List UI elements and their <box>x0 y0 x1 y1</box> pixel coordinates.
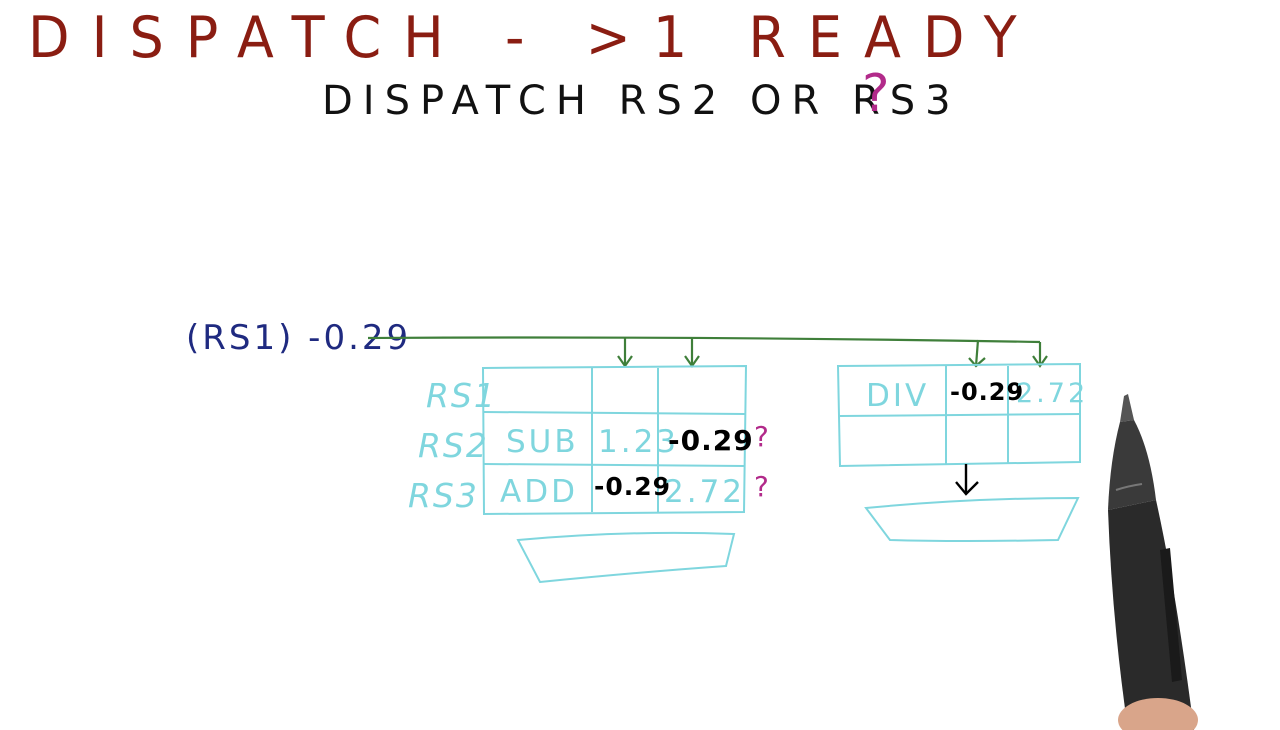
left-rs3-src2: 2.72 <box>664 474 745 510</box>
row-label-rs1: RS1 <box>426 376 497 415</box>
stylus-pen-icon <box>1098 390 1208 730</box>
left-rs2-question: ? <box>754 420 769 453</box>
left-rs3-question: ? <box>754 470 769 503</box>
left-rs2-src2: -0.29 <box>668 424 754 457</box>
left-rs3-src1: -0.29 <box>594 472 671 501</box>
left-rs2-op: SUB <box>506 424 579 460</box>
dispatch-arrow-right <box>956 464 978 494</box>
left-execution-unit <box>518 533 734 582</box>
left-rs2-src1: 1.23 <box>598 424 679 460</box>
right-rs-row1-src1: -0.29 <box>950 378 1024 406</box>
bus-arrow-right-1 <box>969 340 985 366</box>
left-rs3-op: ADD <box>500 474 578 510</box>
bus-arrow-right-2 <box>1033 342 1047 366</box>
right-rs-row1-op: DIV <box>866 378 929 414</box>
bus-arrow-left-1 <box>618 338 632 366</box>
right-rs-row1-src2: 2.72 <box>1016 378 1088 409</box>
row-label-rs3: RS3 <box>408 476 479 515</box>
right-execution-unit <box>866 498 1078 541</box>
result-bus-line <box>368 338 1040 343</box>
bus-arrow-left-2 <box>685 338 699 366</box>
row-label-rs2: RS2 <box>418 426 489 465</box>
